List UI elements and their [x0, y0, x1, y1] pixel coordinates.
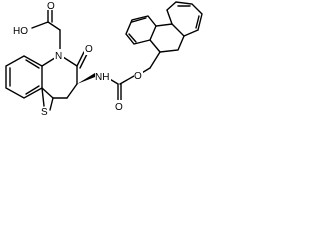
amine-nh-label: NH: [95, 72, 109, 83]
stereo-wedge: [77, 73, 95, 84]
acid-carbonyl-oxygen-label: O: [47, 1, 55, 12]
ketone-oxygen-label: O: [85, 44, 93, 55]
carbamate-ester-oxygen-label: O: [134, 71, 142, 82]
acetic-acid-chain: [31, 4, 61, 51]
carbamate-carbonyl-oxygen-label: O: [115, 102, 123, 113]
ring-nitrogen-label: N: [55, 51, 62, 62]
carbamate-linker: [107, 67, 151, 101]
ketone-bond: [76, 51, 88, 69]
sulfur-bonds: [41, 87, 54, 111]
thiazepine-ring: [41, 55, 78, 99]
fluorene-group: [125, 1, 203, 69]
hydroxyl-label: HO: [13, 26, 28, 37]
atom-labels: HO O N O S NH O O: [12, 0, 143, 118]
chemical-structure: HO O N O S NH O O: [5, 0, 203, 118]
sulfur-label: S: [41, 107, 48, 118]
benzene-ring: [5, 55, 43, 99]
